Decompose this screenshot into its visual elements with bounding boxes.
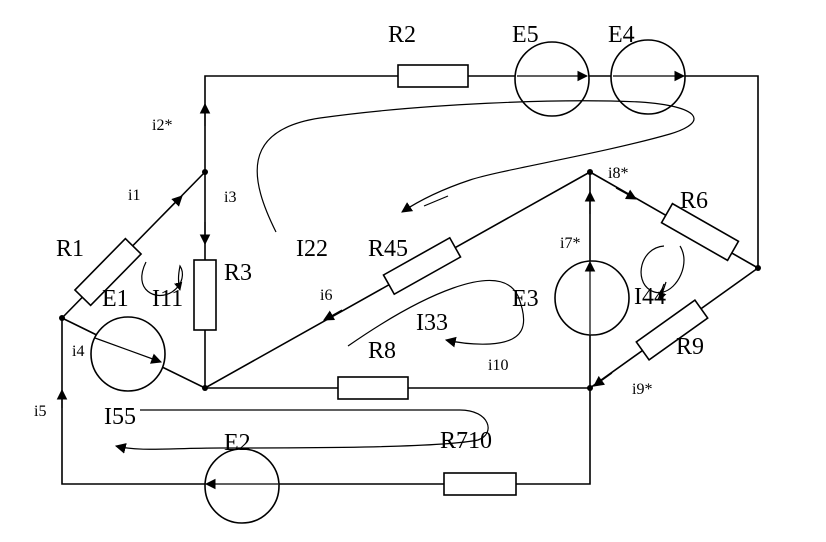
wire-top bbox=[204, 75, 759, 268]
resistor-r3 bbox=[193, 259, 217, 331]
resistor-r1 bbox=[73, 237, 143, 307]
source-e5 bbox=[514, 41, 590, 117]
arrow-i6 bbox=[323, 309, 343, 321]
label-r1: R1 bbox=[56, 236, 84, 262]
label-i7: i7* bbox=[560, 235, 580, 252]
resistor-r2 bbox=[397, 64, 469, 88]
label-r45: R45 bbox=[368, 236, 408, 262]
label-e4: E4 bbox=[608, 22, 635, 48]
arrow-i1 bbox=[161, 195, 183, 217]
arrow-i9 bbox=[593, 372, 613, 387]
resistor-r6 bbox=[660, 202, 740, 262]
label-i22: I22 bbox=[296, 236, 328, 262]
label-i1: i1 bbox=[128, 187, 140, 204]
label-r3: R3 bbox=[224, 260, 252, 286]
label-r710: R710 bbox=[440, 428, 492, 454]
loop-i33 bbox=[347, 280, 525, 348]
source-e1 bbox=[90, 316, 166, 392]
resistor-r9 bbox=[635, 299, 709, 361]
label-e1: E1 bbox=[102, 286, 129, 312]
label-i11: I11 bbox=[152, 286, 183, 312]
label-e5: E5 bbox=[512, 22, 539, 48]
source-e3 bbox=[554, 260, 630, 336]
label-i2: i2* bbox=[152, 117, 172, 134]
label-e2: E2 bbox=[224, 430, 251, 456]
label-r9: R9 bbox=[676, 334, 704, 360]
label-i5: i5 bbox=[34, 403, 46, 420]
label-r8: R8 bbox=[368, 338, 396, 364]
label-r6: R6 bbox=[680, 188, 708, 214]
label-i55: I55 bbox=[104, 404, 136, 430]
resistor-r45 bbox=[382, 236, 462, 296]
arrow-i8 bbox=[615, 187, 637, 200]
label-i3: i3 bbox=[224, 189, 236, 206]
label-i9: i9* bbox=[632, 381, 652, 398]
label-i8: i8* bbox=[608, 165, 628, 182]
loop-i11 bbox=[141, 261, 183, 297]
source-e2 bbox=[204, 448, 280, 524]
label-i6: i6 bbox=[320, 287, 332, 304]
loop-i22 bbox=[256, 100, 695, 233]
label-e3: E3 bbox=[512, 286, 539, 312]
resistor-r8 bbox=[337, 376, 409, 400]
resistor-r710 bbox=[443, 472, 517, 496]
label-i10: i10 bbox=[488, 357, 508, 374]
label-r2: R2 bbox=[388, 22, 416, 48]
loop-i55 bbox=[114, 409, 489, 454]
label-i4: i4 bbox=[72, 343, 84, 360]
label-i44: I44 bbox=[634, 284, 666, 310]
label-i33: I33 bbox=[416, 310, 448, 336]
